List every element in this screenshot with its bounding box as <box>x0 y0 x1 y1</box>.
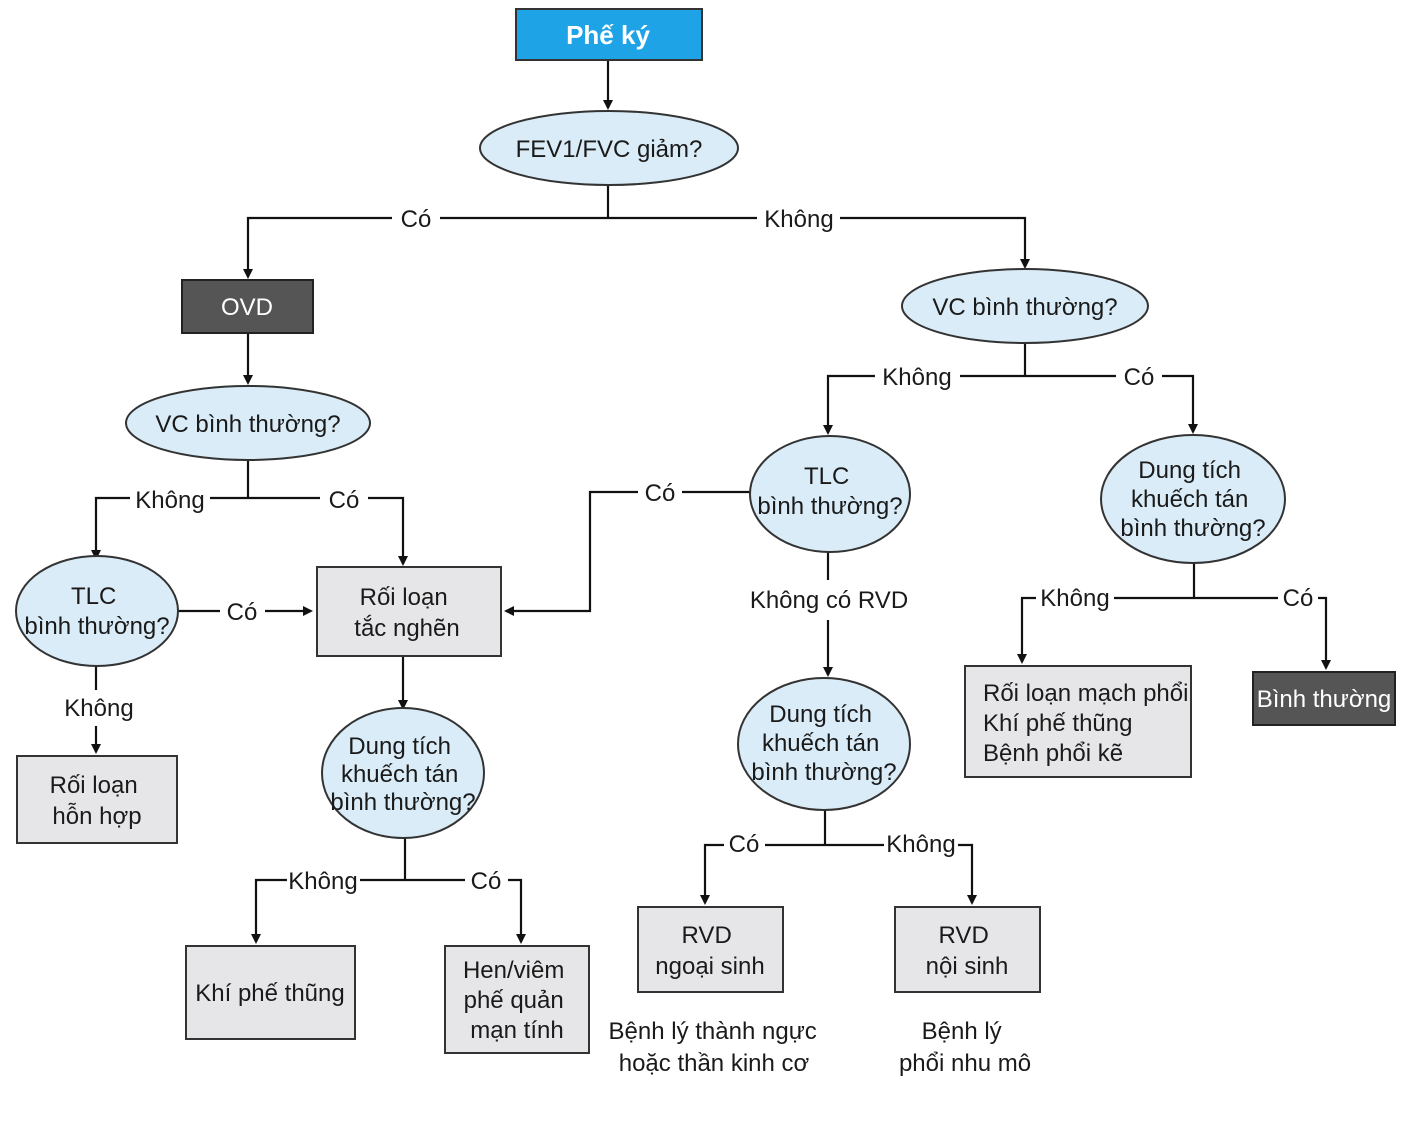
node-mixed <box>16 755 178 844</box>
node-root-text: Phế ký <box>566 20 650 50</box>
label-fev-yes: Có <box>401 206 432 233</box>
label-dlcol-yes: Có <box>471 868 502 895</box>
node-obstructive <box>316 566 502 657</box>
node-dlco-right <box>1100 434 1286 564</box>
edge-dlcom-yes <box>700 843 724 905</box>
node-dlco-mid-text: Dung tích khuếch tán bình thường? <box>751 701 896 786</box>
node-fev-question <box>479 110 739 186</box>
node-asthma-text: Hen/viêm phế quản mạn tính <box>463 957 571 1044</box>
node-obstructive-text: Rối loạn tắc nghẽn <box>354 584 459 642</box>
label-dlcor-no: Không <box>1040 585 1109 612</box>
node-mixed-text: Rối loạn hỗn hợp <box>50 772 145 830</box>
edge-dlcol-yes <box>508 878 526 944</box>
edge-tlcm-yes <box>504 490 638 616</box>
edge-vcr-yes <box>1162 374 1198 434</box>
node-emphysema <box>185 945 356 1040</box>
node-rvd-int <box>894 906 1041 993</box>
node-vc-right <box>901 268 1149 344</box>
edge-dlcor-yes <box>1318 596 1331 670</box>
node-vc-right-text: VC bình thường? <box>932 294 1117 321</box>
node-normal-text: Bình thường <box>1257 686 1392 713</box>
node-tlc-left <box>15 555 179 667</box>
label-dlcol-no: Không <box>288 868 357 895</box>
edge-vcl-yes <box>368 496 408 566</box>
node-tlc-mid-text: TLC bình thường? <box>757 463 902 520</box>
note-extrinsic: Bệnh lý thành ngực hoặc thần kinh cơ <box>609 1018 824 1077</box>
edge-labels: Có Không Không Có Có Không Không Có Khôn… <box>64 206 1313 895</box>
node-vascular <box>964 665 1192 778</box>
label-tlcm-yes: Có <box>645 480 676 507</box>
edge-dlcor-no <box>1017 596 1036 664</box>
label-vcl-yes: Có <box>329 487 360 514</box>
edge-fev-no <box>840 216 1030 269</box>
label-tlcm-no: Không có RVD <box>750 587 908 614</box>
label-vcr-yes: Có <box>1124 364 1155 391</box>
node-rvd-ext <box>637 906 784 993</box>
nodes: Phế ký FEV1/FVC giảm? OVD VC bình thường… <box>15 8 1396 1054</box>
node-vascular-text: Rối loạn mạch phổi Khí phế thũng Bệnh ph… <box>983 680 1195 767</box>
edge-vcl-no <box>91 496 130 560</box>
node-dlco-left-text: Dung tích khuếch tán bình thường? <box>330 733 475 816</box>
label-tlcl-yes: Có <box>227 599 258 626</box>
node-tlc-left-text: TLC bình thường? <box>24 583 169 640</box>
connectors <box>91 60 1331 944</box>
note-intrinsic: Bệnh lý phổi nhu mô <box>899 1018 1031 1077</box>
node-dlco-right-text: Dung tích khuếch tán bình thường? <box>1120 457 1265 542</box>
label-tlcl-no: Không <box>64 695 133 722</box>
node-vc-left-text: VC bình thường? <box>155 411 340 438</box>
label-vcl-no: Không <box>135 487 204 514</box>
notes: Bệnh lý thành ngực hoặc thần kinh cơ Bện… <box>609 1018 1031 1077</box>
node-normal <box>1252 671 1396 726</box>
edge-vcr-no <box>823 374 875 435</box>
node-fev-question-text: FEV1/FVC giảm? <box>516 136 703 163</box>
node-rvd-ext-text: RVD ngoại sinh <box>655 922 764 980</box>
node-emphysema-text: Khí phế thũng <box>195 980 344 1007</box>
label-dlcom-no: Không <box>886 831 955 858</box>
node-tlc-mid <box>749 435 911 553</box>
node-rvd-int-text: RVD nội sinh <box>926 922 1009 980</box>
label-dlcom-yes: Có <box>729 831 760 858</box>
label-dlcor-yes: Có <box>1283 585 1314 612</box>
node-dlco-left <box>321 707 485 839</box>
node-ovd-text: OVD <box>221 294 273 321</box>
edge-dlcol-no <box>251 878 287 944</box>
node-dlco-mid <box>737 677 911 811</box>
edge-fev-yes <box>243 216 392 279</box>
node-asthma <box>444 945 590 1054</box>
label-vcr-no: Không <box>882 364 951 391</box>
label-fev-no: Không <box>764 206 833 233</box>
node-root <box>515 8 703 61</box>
node-vc-left <box>125 385 371 461</box>
edge-dlcom-no <box>958 843 977 905</box>
node-ovd <box>181 279 314 334</box>
